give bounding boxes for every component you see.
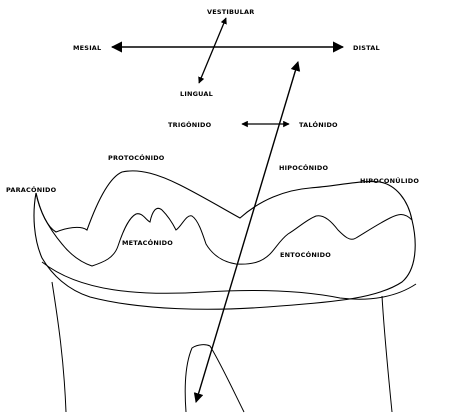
label-distal: DISTAL [353, 44, 380, 52]
root-distal-outline [382, 296, 392, 412]
label-entoconido: ENTOCÓNIDO [280, 250, 331, 259]
label-trigonido: TRIGÓNIDO [168, 120, 212, 129]
root-mesial-outline [52, 282, 66, 412]
pulp-outline [185, 345, 244, 412]
label-talonido: TALÓNIDO [299, 120, 338, 129]
section-axis-arrow [196, 62, 298, 402]
label-metaconido: METACÓNIDO [122, 238, 173, 247]
label-vestibular: VESTIBULAR [207, 8, 254, 16]
label-hipoconulido: HIPOCONÚLIDO [360, 176, 419, 185]
label-mesial: MESIAL [73, 44, 101, 52]
label-paraconido: PARACÓNIDO [6, 185, 57, 194]
crown-outline [34, 171, 415, 309]
occlusal-surface [36, 193, 412, 266]
label-lingual: LINGUAL [180, 90, 213, 98]
vestibular-lingual-arrow [199, 18, 226, 83]
label-protoconido: PROTOCÓNIDO [108, 153, 165, 162]
label-hipoconido: HIPOCÓNIDO [279, 163, 328, 172]
